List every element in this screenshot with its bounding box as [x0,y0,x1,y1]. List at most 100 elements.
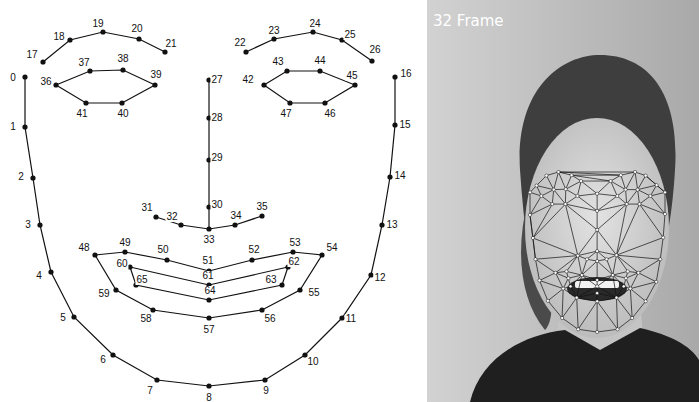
landmark-point [178,222,183,227]
landmark-number: 26 [368,45,381,55]
mesh-point [575,296,578,299]
landmark-point [297,287,302,292]
landmark-point [284,68,289,73]
mesh-point [619,174,622,177]
landmark-number: 62 [287,257,300,267]
landmark-number: 0 [9,73,17,83]
mesh-point [528,191,531,194]
landmark-point [262,377,267,382]
landmark-point [119,100,124,105]
landmark-number: 24 [308,19,321,29]
landmark-point [271,36,276,41]
mesh-point [616,194,619,197]
landmark-number: 48 [77,243,90,253]
landmark-point [261,82,266,87]
mesh-point [596,278,599,281]
mesh-point [534,258,537,261]
landmark-point [110,352,115,357]
landmark-point [287,100,292,105]
landmark-point [153,214,158,219]
landmark-number: 51 [201,256,214,266]
landmark-number: 47 [279,109,292,119]
landmark-point [136,36,141,41]
landmark-point [48,269,53,274]
mesh-point [564,188,567,191]
landmark-point [322,100,327,105]
mesh-point [644,174,647,177]
mesh-point [616,328,619,331]
mesh-point [663,212,666,215]
mesh-point [551,202,554,205]
mesh-point [577,328,580,331]
mesh-point [545,174,548,177]
landmark-number: 25 [343,30,356,40]
landmark-number: 63 [264,275,277,285]
mesh-point [576,254,579,257]
landmark-point [392,74,397,79]
landmark-outline [56,70,155,103]
landmark-number: 35 [255,202,268,212]
landmark-point [310,29,315,34]
landmark-point [249,257,254,262]
mesh-point [626,270,629,273]
landmark-number: 53 [288,238,301,248]
mesh-point [564,202,567,205]
landmark-number: 61 [201,271,214,281]
mesh-point [655,280,658,283]
video-frame [427,0,699,402]
mesh-point [596,259,599,262]
mesh-point [596,330,599,333]
landmark-number: 16 [399,69,412,79]
landmark-point [53,82,58,87]
landmark-point [319,252,324,257]
landmark-number: 33 [202,235,215,245]
mesh-point [565,270,568,273]
landmark-outline [264,71,355,103]
landmark-outline [208,207,209,229]
mesh-point [615,254,618,257]
mesh-point [638,202,641,205]
landmark-number: 4 [35,271,43,281]
mesh-point [585,258,588,261]
mesh-point [644,300,647,303]
landmark-point [37,222,42,227]
landmark-number: 57 [202,325,215,335]
mesh-point [633,170,636,173]
landmark-point [164,257,169,262]
mesh-point [624,188,627,191]
mesh-point [596,292,599,295]
landmark-number: 32 [165,212,178,222]
landmark-number: 55 [307,288,320,298]
landmark-point [259,213,264,218]
landmark-point [83,100,88,105]
mesh-point [649,194,652,197]
mesh-point [538,279,541,282]
mesh-point [579,179,582,182]
mesh-point [561,316,564,319]
landmark-point [122,249,127,254]
landmark-number: 17 [25,50,38,60]
landmark-number: 59 [97,289,110,299]
landmark-number: 39 [149,70,162,80]
landmark-number: 60 [115,259,128,269]
landmark-point [290,249,295,254]
mesh-point [655,184,658,187]
mesh-point [557,170,560,173]
mesh-point [596,209,599,212]
landmark-point [352,82,357,87]
mesh-point [596,285,599,288]
landmark-number: 27 [210,75,223,85]
landmark-point [162,49,167,54]
landmark-point [71,314,76,319]
face-mesh [530,172,665,332]
landmark-outline [208,80,209,207]
landmark-point [369,58,374,63]
mesh-point [596,228,599,231]
landmark-number: 21 [164,39,177,49]
landmark-point [387,174,392,179]
landmark-number: 43 [271,57,284,67]
landmark-point [206,383,211,388]
landmark-point [279,282,284,287]
mesh-point [569,285,572,288]
